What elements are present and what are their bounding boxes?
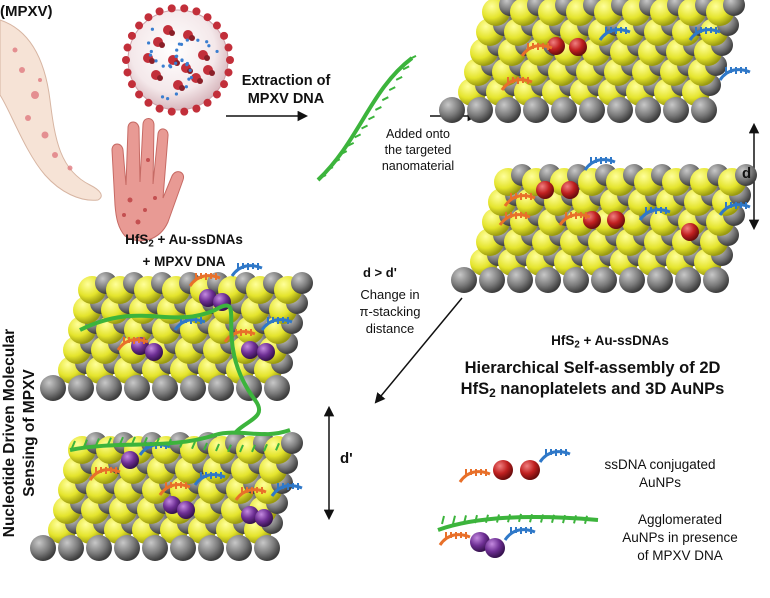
hand-illustration (111, 118, 185, 242)
hierarchical-title: Hierarchical Self-assembly of 2D HfS2 na… (415, 358, 770, 404)
legend-agglomerated-graphic (437, 513, 599, 558)
right-lattice-label: HfS2 + Au-ssDNAs (551, 333, 669, 351)
change-line-1: Change in (360, 287, 420, 302)
legend-ssdna-line-2: AuNPs (638, 475, 682, 490)
legend-agglomerated-line-3: of MPXV DNA (637, 548, 723, 563)
legend-ssdna-text: ssDNA conjugated AuNPs (590, 456, 730, 492)
lattice-bottom-left-lower (30, 428, 303, 561)
legend-ssdna-line-1: ssDNA conjugated (604, 457, 716, 472)
extraction-line-2: MPXV DNA (247, 91, 325, 107)
legend-agglomerated-line-1: Agglomerated (637, 512, 723, 527)
legend-agglomerated-text: Agglomerated AuNPs in presence of MPXV D… (605, 511, 755, 565)
d-prime-label: d' (340, 450, 353, 467)
vertical-title-line-1: Nucleotide Driven Molecular (1, 328, 18, 538)
lattice-bottom-left-upper (40, 263, 313, 442)
legend-ssdna-auNP-graphic (458, 449, 571, 483)
patient-arm-illustration (0, 19, 102, 201)
mpxv-top-label: (MPXV) (0, 3, 53, 20)
added-onto-line-2: the targeted (384, 143, 452, 157)
added-onto-line-3: nanomaterial (381, 159, 455, 173)
change-line-2: π-stacking (359, 304, 421, 319)
diagram-canvas (0, 0, 760, 561)
bottom-title-line-1: HfS2 + Au-ssDNAs (125, 232, 243, 250)
legend-agglomerated-line-2: AuNPs in presence (622, 530, 738, 545)
change-line-3: distance (365, 321, 415, 336)
bottom-lattice-title: HfS2 + Au-ssDNAs + MPXV DNA (84, 231, 284, 271)
lattice-top-right (439, 0, 751, 123)
hierarchical-line-2: HfS2 nanoplatelets and 3D AuNPs (460, 380, 725, 400)
d-label: d (742, 165, 752, 182)
d-compare-label: d > d' (363, 265, 397, 280)
extraction-line-1: Extraction of (241, 73, 331, 89)
added-onto-label: Added onto the targeted nanomaterial (368, 126, 468, 174)
hierarchical-line-1: Hierarchical Self-assembly of 2D (464, 359, 721, 377)
vertical-title-line-2: Sensing of MPXV (21, 369, 38, 497)
added-onto-line-1: Added onto (386, 127, 450, 141)
change-text: Change in π-stacking distance (340, 286, 440, 337)
extraction-label: Extraction of MPXV DNA (226, 72, 346, 108)
mpxv-dna-strand (316, 54, 417, 182)
mpxv-virus-illustration (122, 4, 234, 116)
bottom-title-line-2: + MPXV DNA (142, 254, 226, 270)
transition-arrow (374, 297, 463, 404)
vertical-title: Nucleotide Driven Molecular Sensing of M… (0, 268, 40, 598)
lattice-middle-right (451, 157, 757, 293)
